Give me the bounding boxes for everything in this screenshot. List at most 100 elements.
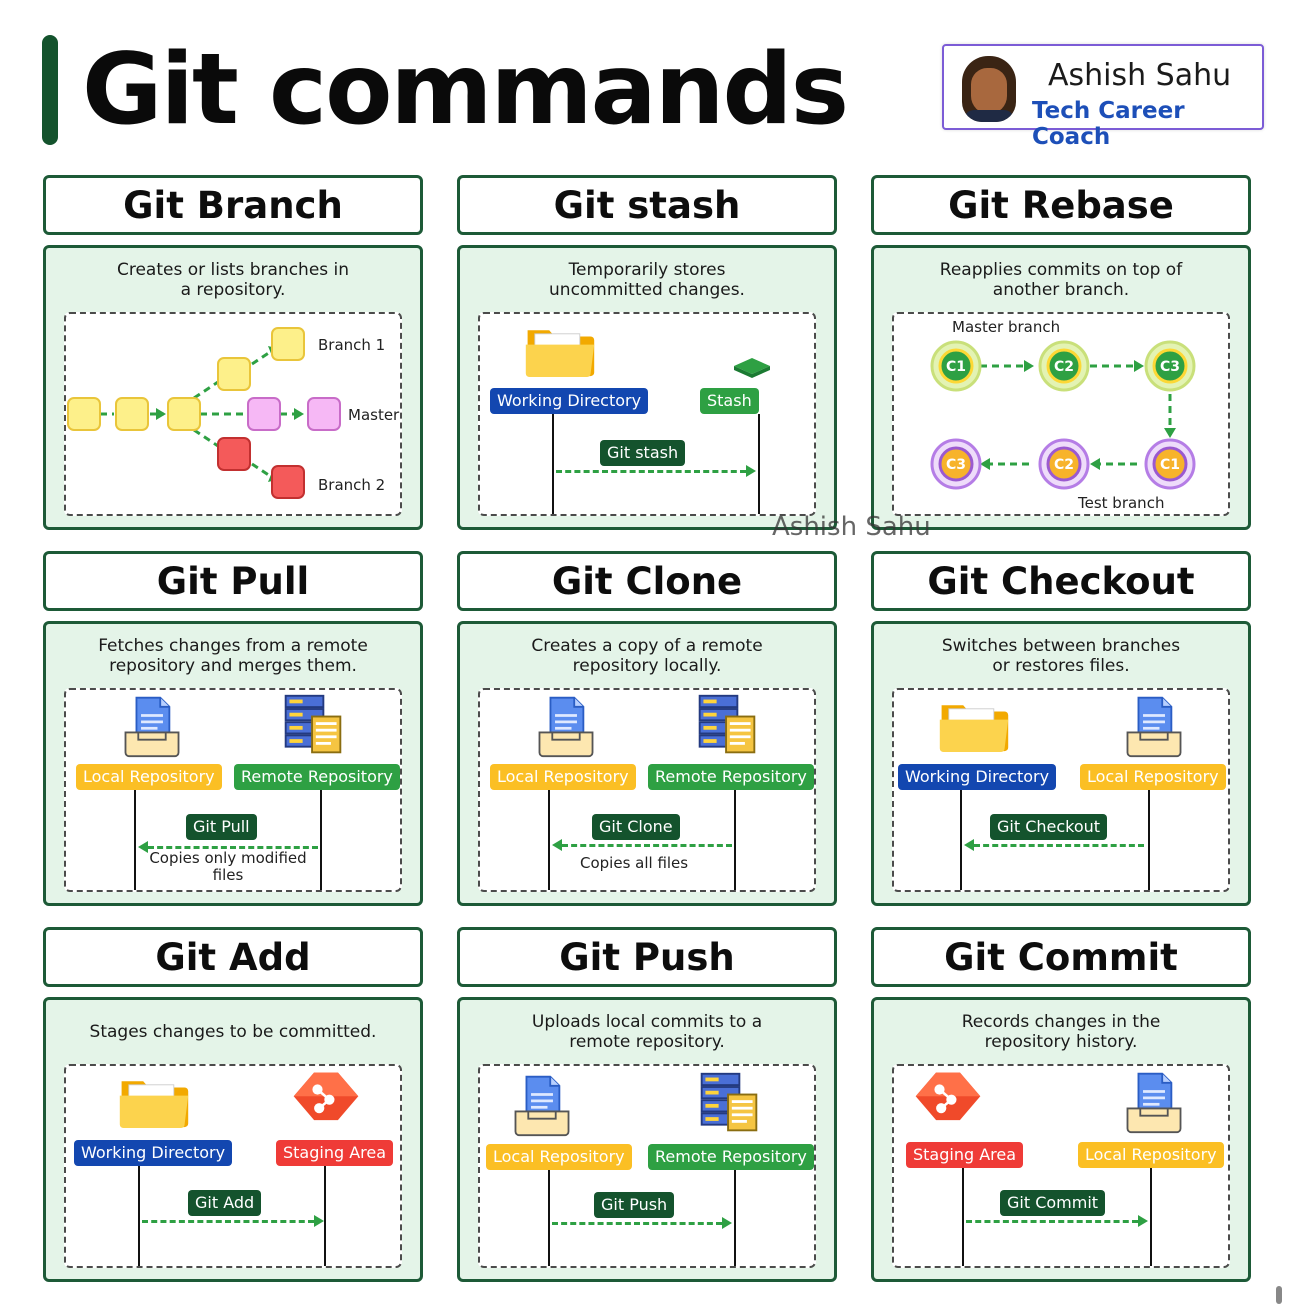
- remote-repository-label: Remote Repository: [648, 764, 814, 790]
- commit-description: Records changes in the repository histor…: [874, 1012, 1248, 1052]
- commit-node: [247, 397, 281, 431]
- lifeline: [552, 414, 554, 514]
- checkout-arrow-line: [974, 844, 1144, 847]
- stash-header: Git stash: [457, 175, 837, 235]
- author-name: Ashish Sahu: [1048, 58, 1232, 93]
- pull-note: Copies only modified files: [138, 850, 318, 884]
- staging-area-label: Staging Area: [906, 1142, 1024, 1168]
- git-stash-command: Git stash: [600, 440, 686, 466]
- pull-header: Git Pull: [43, 551, 423, 611]
- commit-c1: [930, 340, 982, 392]
- rebase-graph: C1 C2 C3 C3 C2 C1: [930, 340, 1196, 490]
- commit-c3: [1144, 340, 1196, 392]
- pull-description: Fetches changes from a remote repository…: [46, 636, 420, 676]
- commit-label: C3: [1160, 359, 1180, 375]
- pull-card: Fetches changes from a remote repository…: [43, 621, 423, 906]
- remote-repository-icon: [280, 692, 346, 758]
- branch-graph: [67, 327, 341, 499]
- commit-arrow-line: [966, 1220, 1138, 1223]
- local-repository-icon: [534, 694, 598, 758]
- folder-icon: [938, 694, 1010, 756]
- local-repository-label: Local Repository: [486, 1144, 632, 1170]
- lifeline: [1150, 1168, 1152, 1266]
- branch-desc-line-2: a repository.: [180, 280, 286, 300]
- title-accent-bar: [42, 35, 58, 145]
- commit-diagram: Staging Area Local Repository Git Commit: [892, 1064, 1230, 1268]
- git-pull-command: Git Pull: [186, 814, 257, 840]
- lifeline: [134, 790, 136, 890]
- remote-repository-icon: [696, 1070, 762, 1136]
- lifeline: [1148, 790, 1150, 890]
- stash-desc-line-2: uncommitted changes.: [549, 280, 745, 300]
- lifeline: [962, 1168, 964, 1266]
- commit-node: [167, 397, 201, 431]
- commit-label: C1: [1160, 457, 1180, 473]
- master-label: Master: [348, 406, 400, 424]
- test-branch-label: Test branch: [1078, 494, 1165, 512]
- commit-node: [217, 357, 251, 391]
- avatar-shirt: [964, 110, 1014, 122]
- pull-desc-line-2: repository and merges them.: [109, 656, 357, 676]
- clone-note: Copies all files: [580, 854, 689, 872]
- git-commit-command: Git Commit: [1000, 1190, 1106, 1216]
- avatar-face: [971, 68, 1007, 114]
- clone-card: Creates a copy of a remote repository lo…: [457, 621, 837, 906]
- commit-c1-rebased: [1144, 438, 1196, 490]
- local-repository-label: Local Repository: [1078, 1142, 1224, 1168]
- add-diagram: Working Directory Staging Area Git Add: [64, 1064, 402, 1268]
- commit-node: [271, 327, 305, 361]
- lifeline: [960, 790, 962, 890]
- checkout-card: Switches between branches or restores fi…: [871, 621, 1251, 906]
- folder-icon: [118, 1070, 190, 1132]
- remote-repository-label: Remote Repository: [648, 1144, 814, 1170]
- branch2-label: Branch 2: [318, 476, 386, 494]
- stash-description: Temporarily stores uncommitted changes.: [460, 260, 834, 300]
- local-repository-icon: [1122, 694, 1186, 758]
- lifeline: [734, 790, 736, 890]
- commit-label: C1: [946, 359, 966, 375]
- commit-label: C2: [1054, 457, 1074, 473]
- remote-repository-icon: [694, 692, 760, 758]
- stash-box-icon: [732, 356, 772, 380]
- lifeline: [548, 790, 550, 890]
- clone-description: Creates a copy of a remote repository lo…: [460, 636, 834, 676]
- pull-note-line-1: Copies only modified: [149, 849, 307, 867]
- push-header: Git Push: [457, 927, 837, 987]
- lifeline: [548, 1170, 550, 1266]
- stash-desc-line-1: Temporarily stores: [568, 260, 726, 280]
- local-repository-label: Local Repository: [490, 764, 636, 790]
- branch1-label: Branch 1: [318, 336, 386, 354]
- rebase-card: Reapplies commits on top of another bran…: [871, 245, 1251, 530]
- folder-icon: [524, 320, 596, 380]
- push-diagram: Local Repository Remote Repository Git P…: [478, 1064, 816, 1268]
- git-clone-command: Git Clone: [592, 814, 680, 840]
- commit-header: Git Commit: [871, 927, 1251, 987]
- author-role: Tech Career Coach: [1032, 98, 1185, 150]
- clone-arrow-line: [562, 844, 732, 847]
- push-description: Uploads local commits to a remote reposi…: [460, 1012, 834, 1052]
- commit-node: [307, 397, 341, 431]
- remote-repository-label: Remote Repository: [234, 764, 400, 790]
- local-repository-label: Local Repository: [1080, 764, 1226, 790]
- scrollbar[interactable]: [1276, 1286, 1282, 1304]
- stash-label: Stash: [700, 388, 759, 414]
- commit-label: C3: [946, 457, 966, 473]
- push-desc-line-2: remote repository.: [569, 1032, 725, 1052]
- author-badge: Ashish Sahu Tech Career Coach: [942, 44, 1264, 150]
- checkout-desc-line-2: or restores files.: [992, 656, 1130, 676]
- staging-area-icon: [292, 1070, 360, 1126]
- add-header: Git Add: [43, 927, 423, 987]
- master-branch-label: Master branch: [952, 318, 1061, 336]
- git-checkout-command: Git Checkout: [990, 814, 1108, 840]
- push-desc-line-1: Uploads local commits to a: [531, 1012, 763, 1032]
- checkout-desc-line-1: Switches between branches: [941, 636, 1181, 656]
- branch-card: Creates or lists branches in a repositor…: [43, 245, 423, 530]
- rebase-diagram: Master branch: [892, 312, 1230, 516]
- local-repository-icon: [120, 694, 184, 758]
- rebase-desc-line-1: Reapplies commits on top of: [939, 260, 1183, 280]
- lifeline: [138, 1166, 140, 1266]
- git-push-command: Git Push: [594, 1192, 675, 1218]
- pull-arrow-line: [148, 846, 318, 849]
- pull-note-line-2: files: [212, 866, 244, 884]
- staging-area-icon: [914, 1070, 982, 1126]
